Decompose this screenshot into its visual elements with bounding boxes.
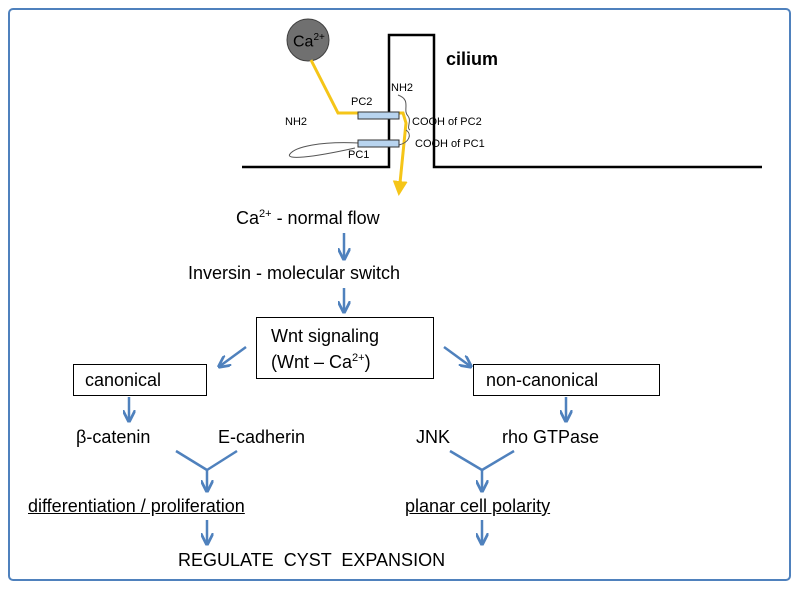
cooh-pc1-label: COOH of PC1 <box>415 138 485 150</box>
inversin-label: Inversin - molecular switch <box>188 263 401 283</box>
pc1-tail <box>288 142 360 158</box>
planar-polarity-label: planar cell polarity <box>405 496 551 516</box>
converge-left-a <box>175 449 208 472</box>
diff-prolif-label: differentiation / proliferation <box>28 496 245 516</box>
cell-membrane <box>242 33 762 169</box>
e-cadherin-label: E-cadherin <box>218 427 306 447</box>
nh2-right-label: NH2 <box>391 82 414 94</box>
converge-right-b <box>481 449 515 472</box>
calcium-flow-path <box>309 59 408 196</box>
arrow-wnt-to-canonical <box>220 345 247 366</box>
regulate-cyst-label: REGULATE CYST EXPANSION <box>178 550 446 570</box>
calcium-ion-label: Ca2+ <box>293 32 325 51</box>
calcium-flow-label: Ca2+ - normal flow <box>236 208 380 228</box>
converge-right-a <box>449 449 483 472</box>
outer-frame <box>8 8 791 581</box>
noncanonical-label: non-canonical <box>486 370 599 390</box>
cilium-label: cilium <box>446 49 499 69</box>
arrow-wnt-to-noncanonical <box>443 345 470 366</box>
pc2-tail <box>397 94 411 131</box>
nh2-left-label: NH2 <box>285 116 308 128</box>
wnt-signaling-box: Wnt signaling (Wnt – Ca2+) <box>256 317 434 379</box>
wnt-line2: (Wnt – Ca2+) <box>271 352 371 372</box>
canonical-label: canonical <box>85 370 162 390</box>
beta-catenin-label: β-catenin <box>76 427 151 447</box>
pc2-channel <box>357 111 400 120</box>
pc1-channel <box>357 139 400 148</box>
calcium-ion-circle <box>286 18 330 62</box>
converge-left-b <box>206 449 238 472</box>
rho-gtpase-label: rho GTPase <box>502 427 600 447</box>
pc2-label: PC2 <box>351 96 373 108</box>
pc1-label: PC1 <box>348 149 370 161</box>
wnt-line1: Wnt signaling <box>271 326 380 346</box>
noncanonical-box: non-canonical <box>473 364 660 396</box>
pc1-cooh-tail <box>398 129 410 146</box>
jnk-label: JNK <box>416 427 451 447</box>
canonical-box: canonical <box>73 364 207 396</box>
cooh-pc2-label: COOH of PC2 <box>412 116 482 128</box>
